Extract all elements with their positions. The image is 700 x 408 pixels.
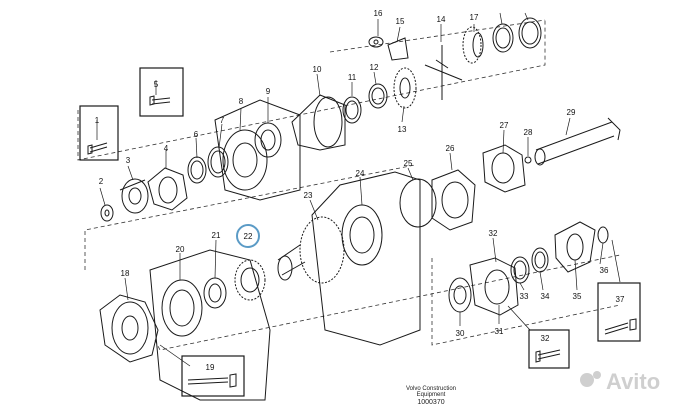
callout-10: 10 xyxy=(313,65,322,74)
callout-20: 20 xyxy=(176,245,185,254)
callout-16: 16 xyxy=(374,9,383,18)
callout-22-highlight xyxy=(236,224,260,248)
drawing-caption: Volvo Construction Equipment 1000370 xyxy=(406,386,456,406)
callout-1: 1 xyxy=(95,116,100,125)
callout-17: 17 xyxy=(470,13,479,22)
callout-18: 18 xyxy=(121,269,130,278)
parts xyxy=(87,17,637,401)
callout-25: 25 xyxy=(404,159,413,168)
callout-15: 15 xyxy=(396,17,405,26)
callout-13: 13 xyxy=(398,125,407,134)
callout-labels: 1 2 3 4 5 6 7 8 9 10 11 12 13 14 15 16 1… xyxy=(95,9,625,372)
callout-28: 28 xyxy=(524,128,533,137)
watermark-logo-icon xyxy=(580,373,594,387)
callout-box-19 xyxy=(181,355,245,397)
callout-box-1 xyxy=(79,105,119,161)
callout-29: 29 xyxy=(567,108,576,117)
drawing-number: 1000370 xyxy=(417,399,444,406)
callout-36: 36 xyxy=(600,266,609,275)
callout-4: 4 xyxy=(164,144,169,153)
callout-32-upper: 32 xyxy=(489,229,498,238)
callout-box-5 xyxy=(139,67,184,117)
callout-24: 24 xyxy=(356,169,365,178)
callout-37: 37 xyxy=(616,295,625,304)
callout-7: 7 xyxy=(220,116,225,125)
caption-line-1: Volvo Construction xyxy=(406,386,456,392)
callout-33: 33 xyxy=(520,292,529,301)
leader-lines xyxy=(96,12,621,367)
callout-19: 19 xyxy=(206,363,215,372)
callout-35: 35 xyxy=(573,292,582,301)
callout-14: 14 xyxy=(437,15,446,24)
callout-23: 23 xyxy=(304,191,313,200)
callout-11: 11 xyxy=(348,73,357,82)
callout-2: 2 xyxy=(99,177,104,186)
callout-27: 27 xyxy=(500,121,509,130)
callout-9: 9 xyxy=(266,87,271,96)
callout-21: 21 xyxy=(212,231,221,240)
caption-line-2: Equipment xyxy=(417,392,446,398)
callout-6: 6 xyxy=(194,130,199,139)
callout-box-32 xyxy=(528,329,570,369)
watermark-text: Avito xyxy=(606,369,660,394)
callout-34: 34 xyxy=(541,292,550,301)
callout-31: 31 xyxy=(495,327,504,336)
callout-boxes xyxy=(79,67,641,397)
callout-32: 32 xyxy=(541,334,550,343)
callout-30: 30 xyxy=(456,329,465,338)
callout-12: 12 xyxy=(370,63,379,72)
callout-26: 26 xyxy=(446,144,455,153)
callout-box-37 xyxy=(597,282,641,342)
callout-22: 22 xyxy=(244,232,253,241)
watermark: Avito xyxy=(580,369,660,394)
callout-3: 3 xyxy=(126,156,131,165)
callout-5: 5 xyxy=(154,80,159,89)
callout-8: 8 xyxy=(239,97,244,106)
